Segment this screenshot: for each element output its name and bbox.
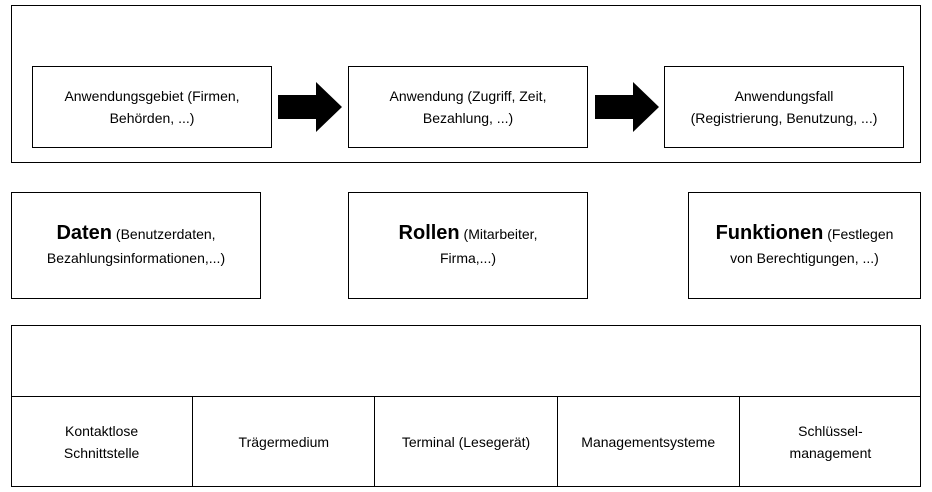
component-label: Trägermedium: [238, 434, 330, 450]
flow-box-anwendungsfall: Anwendungsfall (Registrierung, Benutzung…: [664, 66, 904, 148]
flow-box-line: Anwendungsfall: [734, 88, 834, 104]
middle-box-text: (Mitarbeiter,: [459, 226, 538, 242]
component-traegermedium: Trägermedium: [192, 397, 374, 487]
component-kontaktlose-schnittstelle: Kontaktlose Schnittstelle: [11, 397, 192, 487]
infrastructure-components-row: Kontaktlose Schnittstelle Trägermedium T…: [11, 396, 921, 487]
component-label: Managementsysteme: [581, 434, 716, 450]
middle-box-text: Firma,...): [440, 250, 496, 266]
flow-box-line: Anwendungsgebiet (Firmen,: [64, 88, 240, 104]
middle-box-text: Bezahlungsinformationen,...): [46, 250, 226, 266]
middle-box-funktionen: Funktionen (Festlegen von Berechtigungen…: [688, 192, 921, 299]
component-label: Schnittstelle: [63, 445, 140, 461]
component-schluesselmanagement: Schlüssel- management: [738, 397, 921, 487]
component-managementsysteme: Managementsysteme: [556, 397, 739, 487]
right-arrow-icon: [278, 82, 342, 132]
component-label: management: [789, 445, 872, 461]
flow-box-anwendung: Anwendung (Zugriff, Zeit, Bezahlung, ...…: [348, 66, 588, 148]
component-terminal: Terminal (Lesegerät): [374, 397, 556, 487]
middle-box-text: von Berechtigungen, ...): [730, 250, 879, 266]
flow-box-line: Anwendung (Zugriff, Zeit,: [389, 88, 547, 104]
component-label: Terminal (Lesegerät): [401, 434, 531, 450]
middle-box-title: Daten: [56, 222, 113, 244]
flow-box-line: Behörden, ...): [109, 110, 195, 126]
middle-box-text: (Festlegen: [823, 226, 894, 242]
middle-box-text: (Benutzerdaten,: [112, 226, 216, 242]
right-arrow-icon: [595, 82, 659, 132]
middle-box-title: Funktionen: [715, 222, 824, 244]
component-label: Schlüssel-: [798, 423, 863, 439]
component-label: Kontaktlose: [65, 423, 139, 439]
middle-box-rollen: Rollen (Mitarbeiter, Firma,...): [348, 192, 588, 299]
middle-box-title: Rollen: [398, 222, 460, 244]
flow-box-line: (Registrierung, Benutzung, ...): [690, 110, 878, 126]
flow-box-anwendungsgebiet: Anwendungsgebiet (Firmen, Behörden, ...): [32, 66, 272, 148]
flow-box-line: Bezahlung, ...): [422, 110, 514, 126]
middle-box-daten: Daten (Benutzerdaten, Bezahlungsinformat…: [11, 192, 261, 299]
infrastructure-layer-container: [11, 325, 921, 487]
